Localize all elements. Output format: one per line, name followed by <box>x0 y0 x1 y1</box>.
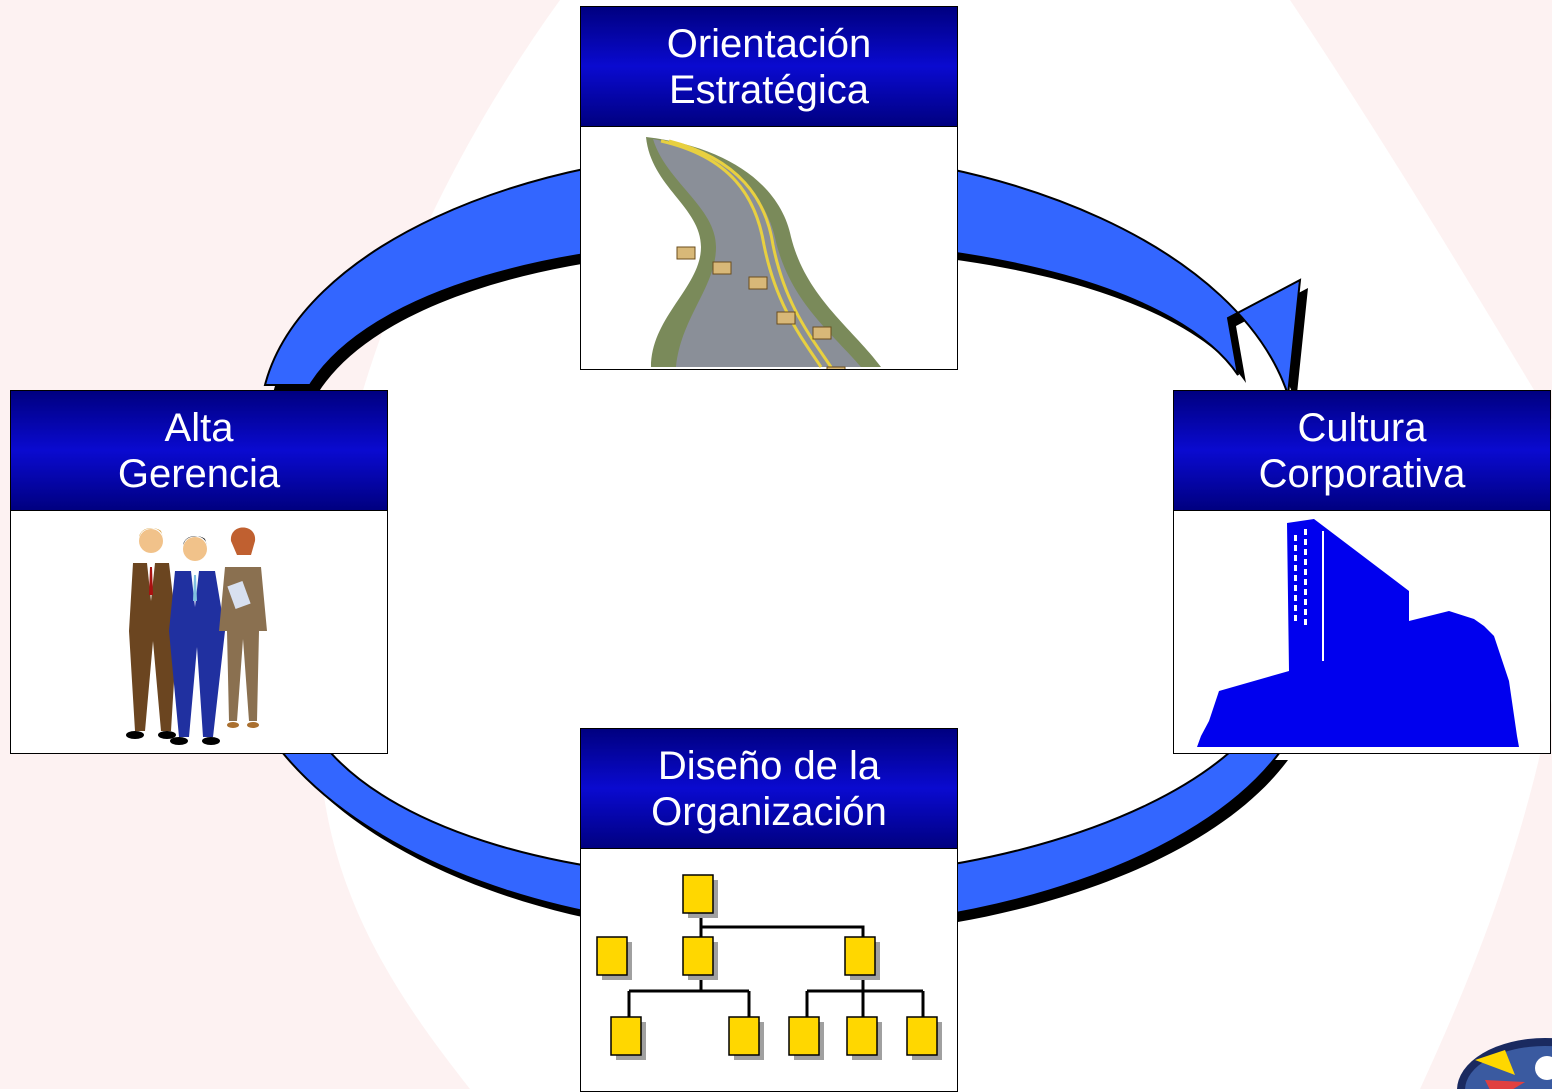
node-diseno-organizacion: Diseño de la Organización <box>580 728 958 1092</box>
node-title: Alta Gerencia <box>11 391 387 511</box>
node-orientacion-estrategica: Orientación Estratégica <box>580 6 958 370</box>
node-title-line2: Estratégica <box>668 67 870 112</box>
node-title-line2: Organización <box>651 789 887 834</box>
corporate-building-illustration <box>1197 519 1519 747</box>
node-title-line2: Gerencia <box>117 451 281 496</box>
node-title: Cultura Corporativa <box>1174 391 1550 511</box>
node-title-line1: Alta <box>164 405 234 450</box>
node-cultura-corporativa: Cultura Corporativa <box>1173 390 1551 754</box>
org-chart-illustration <box>596 874 942 1060</box>
node-alta-gerencia: Alta Gerencia <box>10 390 388 754</box>
node-title: Orientación Estratégica <box>581 7 957 127</box>
node-title-line2: Corporativa <box>1258 451 1466 496</box>
winding-road-illustration <box>646 137 881 369</box>
node-title-line1: Cultura <box>1297 405 1427 450</box>
node-title: Diseño de la Organización <box>581 729 957 849</box>
corner-logo <box>1457 1038 1552 1089</box>
node-title-line1: Orientación <box>666 21 872 66</box>
node-title-line1: Diseño de la <box>657 743 881 788</box>
business-people-illustration <box>126 527 267 745</box>
